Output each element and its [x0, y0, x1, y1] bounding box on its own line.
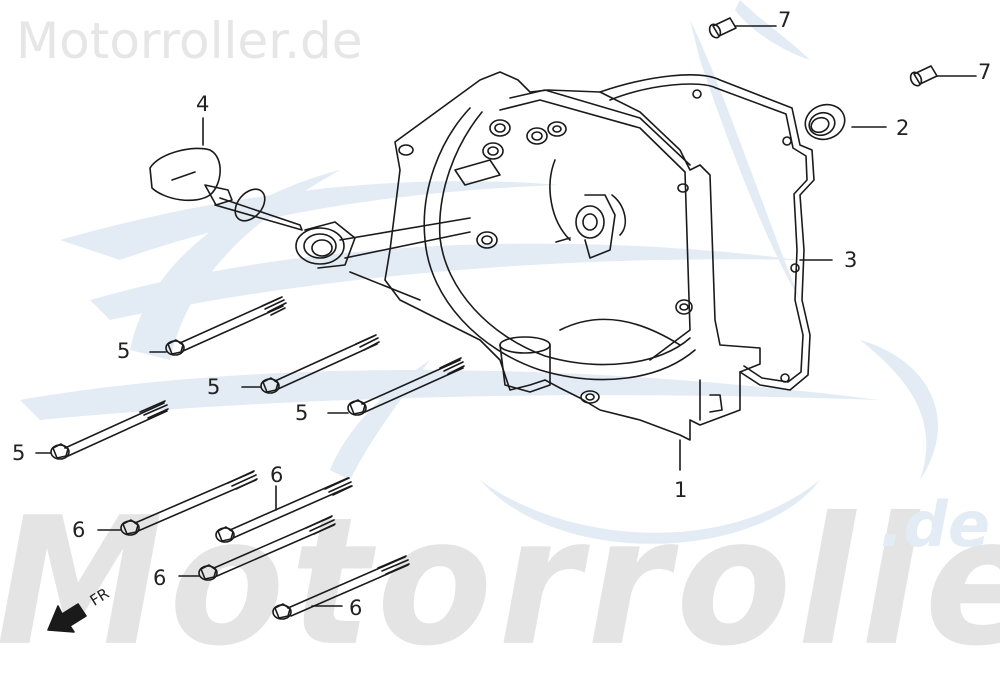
bolt-part-5c [327, 357, 465, 416]
callout-6d: 6 [349, 596, 363, 620]
oil-seal-part-2 [804, 103, 887, 141]
crankcase-cover-part-1 [384, 71, 761, 441]
callout-2: 2 [896, 116, 910, 140]
watermark-bottom-text: Motorroller [0, 479, 1000, 685]
bolt-part-5a [149, 296, 287, 356]
callout-4: 4 [196, 92, 210, 116]
gasket-part-3 [599, 74, 815, 391]
arrow-down-left-icon [47, 603, 87, 633]
parts-diagram [35, 17, 977, 633]
callout-5b: 5 [207, 375, 221, 399]
callout-5a: 5 [117, 339, 131, 363]
callout-5c: 5 [295, 401, 309, 425]
callout-1: 1 [674, 478, 688, 502]
callout-6c: 6 [153, 566, 167, 590]
bolt-part-6c [178, 515, 336, 581]
watermark-top-text: Motorroller.de [16, 12, 363, 70]
dowel-pin-part-7b [909, 65, 977, 87]
callout-7a: 7 [778, 8, 792, 32]
callout-5d: 5 [12, 441, 26, 465]
callout-6b: 6 [72, 518, 86, 542]
bolt-part-5b [241, 334, 380, 394]
bolt-part-6a [97, 470, 258, 536]
callout-6a: 6 [270, 463, 284, 487]
callout-7b: 7 [978, 60, 992, 84]
bolt-part-6b [215, 477, 353, 543]
bolt-part-6d [272, 555, 410, 620]
filler-neck-arm [295, 217, 471, 301]
watermark-swoosh-graphic [20, 0, 938, 544]
callout-3: 3 [844, 248, 858, 272]
dowel-pin-part-7a [708, 17, 777, 39]
oil-filler-plug-part-4 [149, 117, 303, 231]
bolt-part-5d [35, 400, 169, 460]
watermark-bottom-suffix: .de [880, 488, 990, 561]
